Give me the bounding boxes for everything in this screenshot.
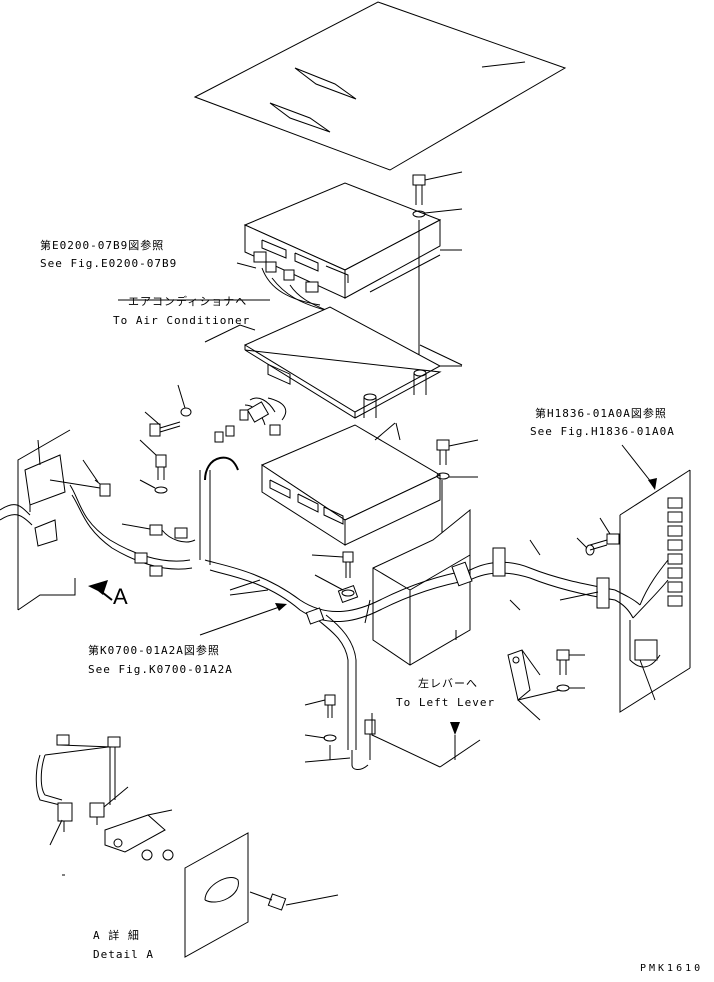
air-con-leader bbox=[118, 299, 270, 343]
detail-a-drawing bbox=[35, 734, 339, 958]
mounting-plate-middle bbox=[243, 306, 462, 419]
ref-k0700-en: See Fig.K0700-01A2A bbox=[88, 663, 233, 676]
ref-k0700-jp: 第K0700-01A2A図参照 bbox=[88, 644, 220, 657]
left-fasteners bbox=[139, 384, 287, 494]
harness-clamps bbox=[305, 547, 610, 625]
detail-caption-jp: A 詳 細 bbox=[93, 929, 140, 942]
ref-arrow-h1836 bbox=[621, 444, 657, 490]
connectors-left bbox=[121, 523, 196, 577]
base-bracket bbox=[372, 508, 471, 666]
ref-e0200-jp: 第E0200-07B9図参照 bbox=[40, 239, 165, 252]
bolt-center bbox=[311, 551, 355, 597]
left-lever-en: To Left Lever bbox=[396, 696, 496, 709]
air-conditioner-en: To Air Conditioner bbox=[113, 314, 251, 327]
controller-lower bbox=[260, 422, 442, 546]
bolt-top bbox=[412, 171, 463, 375]
detail-caption-en: Detail A bbox=[93, 948, 154, 961]
left-wall-panel bbox=[0, 429, 193, 611]
bolt-lower-middle bbox=[304, 694, 351, 763]
left-lever-outline bbox=[371, 713, 481, 768]
view-arrow-letter: A bbox=[113, 584, 128, 609]
ref-h1836-en: See Fig.H1836-01A0A bbox=[530, 425, 675, 438]
ref-h1836-jp: 第H1836-01A0A図参照 bbox=[535, 407, 667, 420]
cover-sheet bbox=[193, 1, 567, 171]
drawing-code: PMK1610 bbox=[640, 963, 704, 974]
bracket-lower-right bbox=[507, 599, 561, 721]
controller-upper bbox=[243, 182, 462, 385]
ref-e0200-en: See Fig.E0200-07B9 bbox=[40, 257, 178, 270]
air-conditioner-jp: エアコンディショナへ bbox=[128, 295, 248, 308]
view-arrow bbox=[88, 580, 113, 601]
bolt-mid-right bbox=[436, 439, 479, 570]
left-lever-jp: 左レバーへ bbox=[418, 677, 478, 690]
bolt-right bbox=[556, 517, 620, 692]
right-panel bbox=[619, 469, 691, 713]
wire-harness-main bbox=[199, 456, 641, 770]
ref-arrow-k0700 bbox=[199, 603, 287, 636]
leader-lines bbox=[62, 344, 599, 876]
